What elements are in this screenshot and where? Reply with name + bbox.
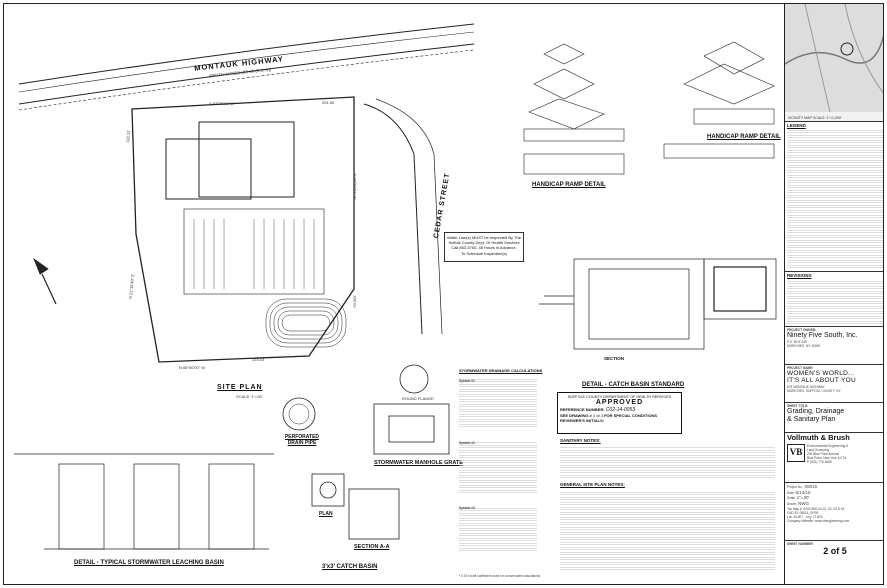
plan-title: PLAN: [319, 511, 333, 517]
drawing-sheet: MONTAUK HIGHWAY (WIDTH VARIES) (CR 80-(R…: [3, 3, 884, 585]
project-name-section: PROJECT NAME: WOMEN'S WORLD... IT'S ALL …: [785, 365, 883, 403]
section-label: SECTION: [604, 356, 625, 361]
general-notes-body: [560, 490, 775, 570]
firm-section: Vollmuth & Brush VB Environmental Engine…: [785, 433, 883, 483]
manhole-grate-title: STORMWATER MANHOLE GRATE: [374, 460, 463, 466]
sheet-number-section: SHEET NUMBER: 2 of 5: [787, 542, 847, 556]
project-owner-section: PROJECT OWNER: Ninety Five South, Inc. P…: [785, 327, 883, 365]
handicap-ramp-detail-2: HANDICAP RAMP DETAIL: [707, 134, 781, 140]
site-plan-linework: [14, 23, 777, 550]
vicinity-map-graphic: [784, 4, 883, 113]
sanitary-notes-body: [560, 446, 775, 478]
bearing-south: N 68°50'00" W: [179, 365, 206, 370]
dist-east: 200.00: [352, 295, 358, 308]
perforated-pipe-title: PERFORATED DRAIN PIPE: [284, 434, 320, 446]
vicinity-map: VICINITY MAP SCALE: 1"=1,000': [784, 4, 883, 122]
drainage-calc-system-1: System #1: [459, 379, 537, 427]
catch-basin-standard-title: DETAIL - CATCH BASIN STANDARD: [582, 382, 685, 388]
general-notes-title: GENERAL SITE PLAN NOTES:: [560, 482, 625, 487]
drainage-calc-title: STORMWATER DRAINAGE CALCULATIONS: [459, 368, 543, 373]
bearing-east: N 05°50'53" W: [352, 173, 358, 200]
project-info-section: Project No.: 08015 Date: 6/14/15 Scale: …: [785, 483, 883, 541]
site-plan-scale: SCALE: 1"=30': [236, 394, 263, 399]
water-line-note: Water Line(s) MUST be Inspected By The S…: [444, 232, 524, 262]
calc-footnote: * 0.15 runoff coefficient used for conse…: [459, 574, 541, 578]
section-aa-title: SECTION A-A: [354, 544, 390, 550]
catch-basin-3x3-title: 3'x3' CATCH BASIN: [322, 564, 378, 570]
sanitary-notes-title: SANITARY NOTES:: [560, 438, 601, 443]
round-flange-label: ROUND FLANGE: [402, 396, 434, 401]
sheet-title-section: SHEET TITLE: Grading, Drainage & Sanitar…: [785, 403, 883, 433]
dist-north: 251.50: [322, 100, 335, 105]
drainage-calc-system-2: System #2: [459, 441, 537, 493]
leaching-basin-title: DETAIL - TYPICAL STORMWATER LEACHING BAS…: [74, 560, 224, 566]
bearing-north: S 63°20'00" E: [209, 101, 234, 106]
site-plan-title: SITE PLAN: [217, 384, 263, 391]
drainage-calc-system-3: System #3: [459, 506, 537, 551]
handicap-ramp-detail-1: HANDICAP RAMP DETAIL: [532, 182, 606, 188]
title-block: VICINITY MAP SCALE: 1"=1,000' LEGEND REV…: [784, 4, 883, 584]
dist-south: 223.14: [252, 357, 265, 362]
firm-logo: VB: [787, 443, 805, 462]
legend-section: LEGEND: [785, 122, 883, 272]
health-dept-approval-stamp: SUFFOLK COUNTY DEPARTMENT OF HEALTH SERV…: [557, 392, 682, 434]
revisions-section: REVISIONS: [785, 272, 883, 327]
